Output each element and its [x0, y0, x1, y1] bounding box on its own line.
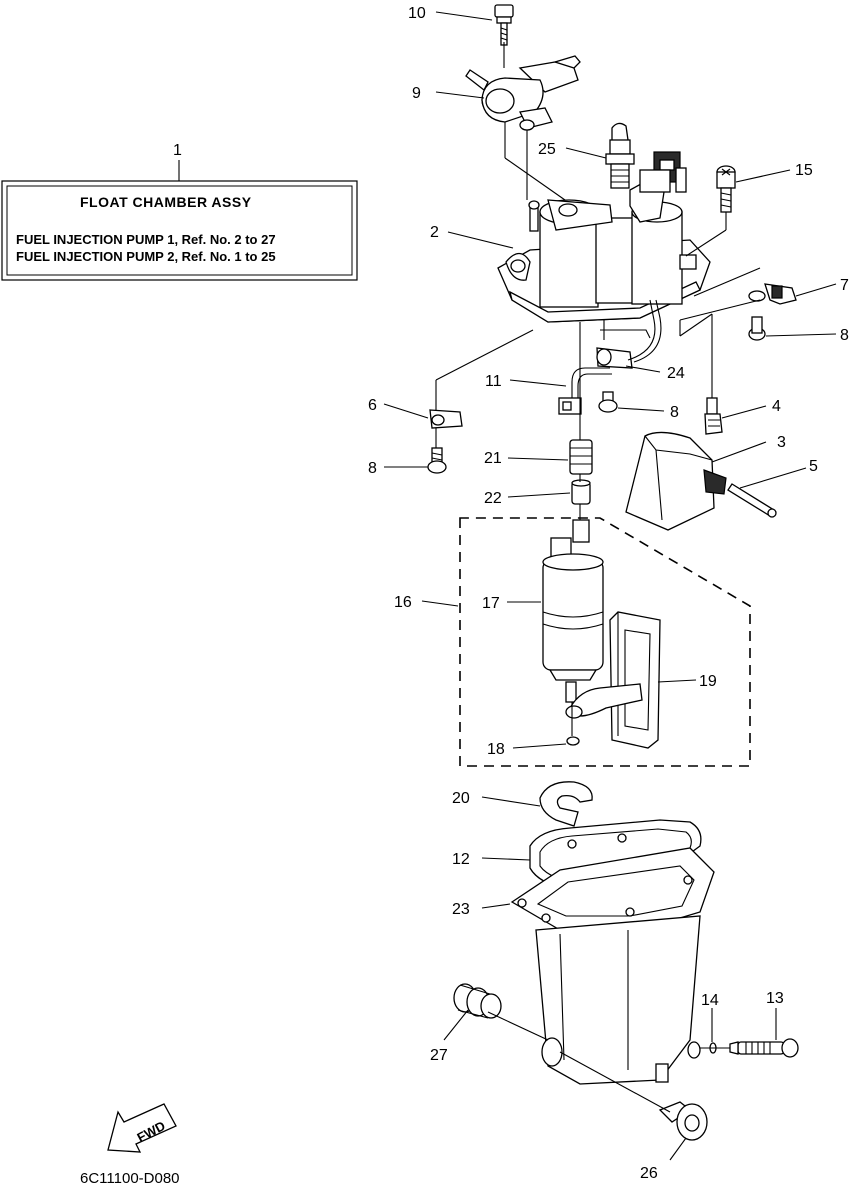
part-8-screw-a: [748, 290, 766, 341]
callout-13: 13: [766, 990, 784, 1007]
part-16-subassembly-outline: [459, 517, 751, 767]
part-26-drain-plug: [658, 1101, 708, 1141]
callout-8a: 8: [840, 327, 849, 344]
callout-16: 16: [394, 594, 412, 611]
part-4-sensor: [704, 397, 723, 435]
part-7-clip: [764, 283, 797, 305]
callout-6: 6: [368, 397, 377, 414]
callout-5: 5: [809, 458, 818, 475]
part-3-cover: [625, 431, 727, 531]
callout-2: 2: [430, 224, 439, 241]
part-8-screw-b: [598, 391, 618, 413]
callout-19: 19: [699, 673, 717, 690]
callout-12: 12: [452, 851, 470, 868]
part-20-retainer: [539, 781, 593, 827]
callout-18: 18: [487, 741, 505, 758]
part-17-fuel-pump: [542, 519, 604, 703]
callout-17: 17: [482, 595, 500, 612]
part-23-float-chamber: [510, 833, 715, 1085]
callout-26: 26: [640, 1165, 658, 1182]
part-25-sensor: [605, 122, 635, 189]
part-5-pin: [727, 483, 777, 518]
callout-25: 25: [538, 141, 556, 158]
callout-3: 3: [777, 434, 786, 451]
part-22-spacer: [571, 479, 591, 505]
callout-22: 22: [484, 490, 502, 507]
assembly-lines: [435, 42, 761, 1113]
legend-line-2: FUEL INJECTION PUMP 2, Ref. No. 1 to 25: [16, 249, 276, 264]
fwd-arrow-icon: FWD: [107, 1103, 177, 1153]
callout-4: 4: [772, 398, 781, 415]
callout-27: 27: [430, 1047, 448, 1064]
callout-8b: 8: [670, 404, 679, 421]
part-19-filter: [565, 611, 661, 749]
callout-10: 10: [408, 5, 426, 22]
callout-20: 20: [452, 790, 470, 807]
part-21-grommet: [569, 439, 593, 475]
part-9-pressure-regulator: [465, 55, 581, 131]
part-8-screw-c: [427, 447, 447, 474]
callout-15: 15: [795, 162, 813, 179]
part-18-ring: [566, 736, 580, 746]
part-10-bolt: [494, 4, 514, 46]
callout-21: 21: [484, 450, 502, 467]
callout-11: 11: [485, 373, 502, 390]
part-11-harness: [558, 367, 612, 415]
legend-box: 1 FLOAT CHAMBER ASSY FUEL INJECTION PUMP…: [1, 142, 358, 281]
callout-7: 7: [840, 277, 849, 294]
callout-23: 23: [452, 901, 470, 918]
callout-9: 9: [412, 85, 421, 102]
part-6-bracket: [429, 409, 463, 429]
part-24-clamp: [596, 299, 662, 369]
legend-line-1: FUEL INJECTION PUMP 1, Ref. No. 2 to 27: [16, 232, 276, 247]
part-27-plug: [453, 983, 502, 1019]
callout-24: 24: [667, 365, 685, 382]
document-code: 6C11100-D080: [80, 1170, 180, 1187]
callout-1: 1: [173, 142, 182, 159]
callout-8c: 8: [368, 460, 377, 477]
callout-14: 14: [701, 992, 719, 1009]
part-2-housing: [497, 151, 711, 340]
legend-title: FLOAT CHAMBER ASSY: [80, 194, 252, 210]
callout-numbers: 10 9 25 15 2 7 8 6 11 24 8 4 3 21 8 5 22…: [368, 5, 849, 1182]
callout-leaders: [383, 11, 837, 1161]
part-13-screw: [729, 1038, 799, 1058]
part-15-screw: [716, 165, 736, 213]
